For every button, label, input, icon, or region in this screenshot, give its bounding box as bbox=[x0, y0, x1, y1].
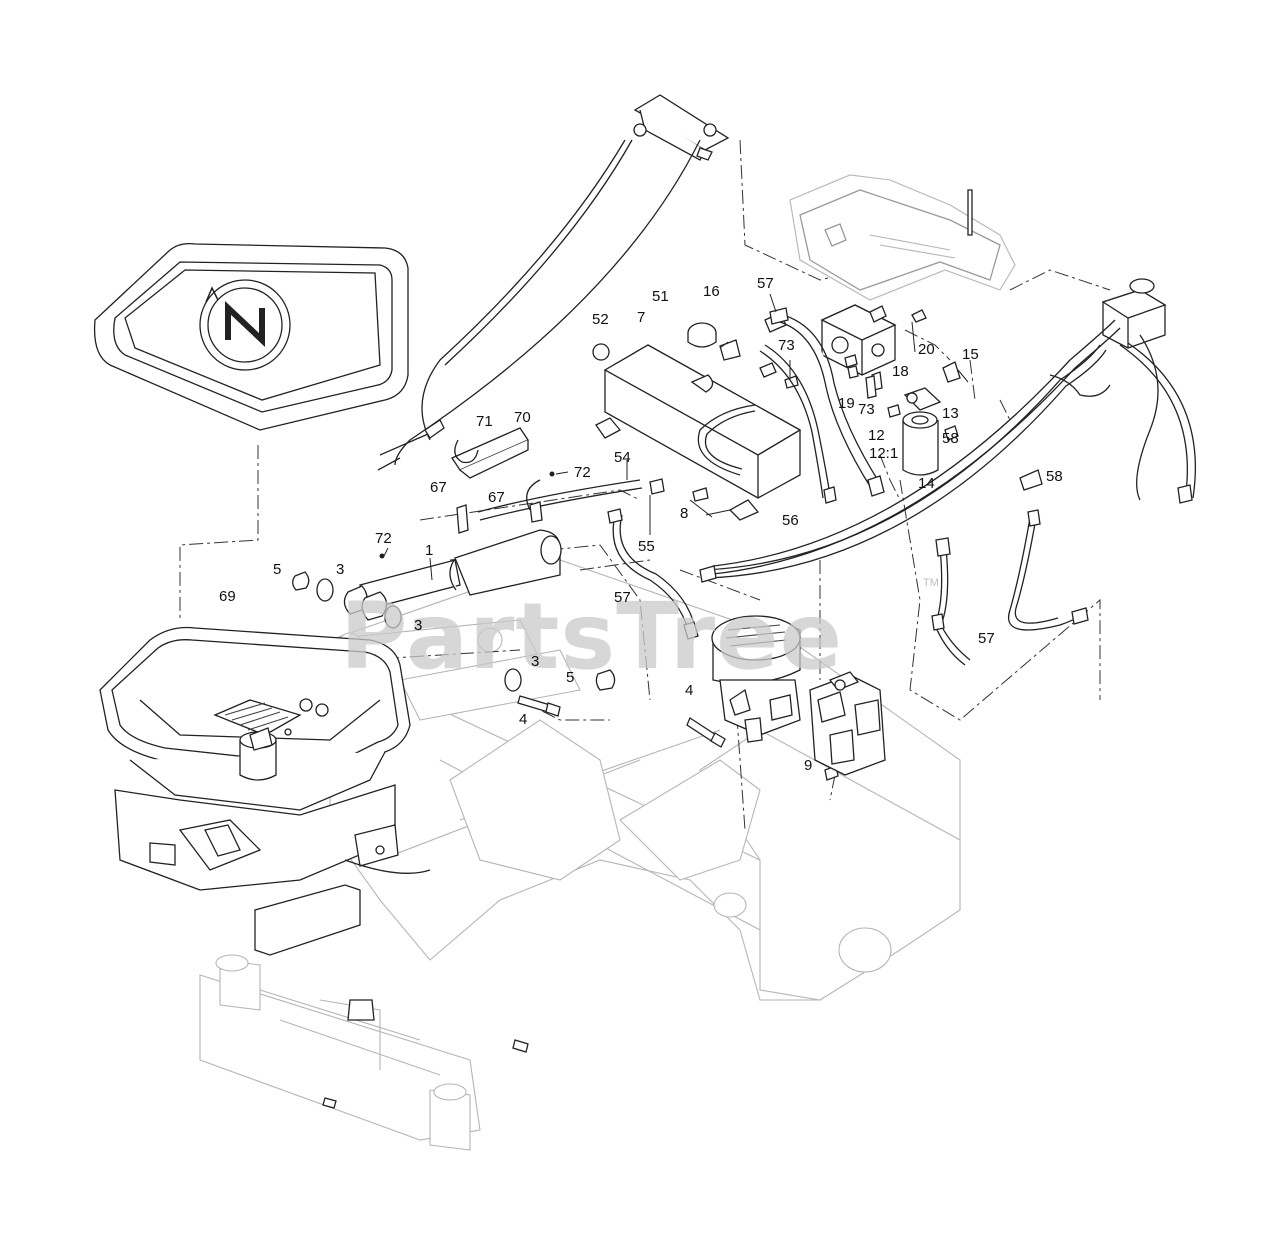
hydraulic-pump-left bbox=[711, 615, 801, 743]
callout-72-right: 72 bbox=[574, 464, 591, 481]
callout-58-lower: 58 bbox=[1046, 468, 1063, 485]
callout-13: 13 bbox=[942, 405, 959, 422]
callout-5-left: 5 bbox=[273, 561, 281, 578]
callout-4-right: 4 bbox=[685, 682, 693, 699]
callout-67-left: 67 bbox=[430, 479, 447, 496]
callout-69: 69 bbox=[219, 588, 236, 605]
watermark-tm: TM bbox=[923, 577, 939, 589]
spreader-hopper bbox=[99, 626, 431, 956]
hydraulic-pump-right bbox=[809, 671, 886, 776]
callout-54: 54 bbox=[614, 449, 631, 466]
callout-67-right: 67 bbox=[488, 489, 505, 506]
callout-57-center: 57 bbox=[614, 589, 631, 606]
hose-fittings bbox=[456, 307, 1193, 640]
front-axle-assembly bbox=[199, 954, 529, 1151]
callout-4-left: 4 bbox=[519, 711, 527, 728]
callout-71: 71 bbox=[476, 413, 493, 430]
seat-pad bbox=[93, 242, 409, 431]
callout-3-mid: 3 bbox=[414, 617, 422, 634]
hydraulic-hoses bbox=[477, 313, 1196, 666]
clip-parts bbox=[379, 427, 555, 559]
callout-73-right: 73 bbox=[858, 401, 875, 418]
callout-15: 15 bbox=[962, 346, 979, 363]
callout-73-left: 73 bbox=[778, 337, 795, 354]
callout-56: 56 bbox=[782, 512, 799, 529]
callout-20: 20 bbox=[918, 341, 935, 358]
callout-1: 1 bbox=[425, 542, 433, 559]
callout-19: 19 bbox=[838, 395, 855, 412]
callout-3-top: 3 bbox=[336, 561, 344, 578]
callout-51: 51 bbox=[652, 288, 669, 305]
control-valve-right bbox=[1101, 278, 1167, 349]
callout-9: 9 bbox=[804, 757, 812, 774]
callout-7: 7 bbox=[637, 309, 645, 326]
control-cables bbox=[377, 94, 730, 471]
callout-70: 70 bbox=[514, 409, 531, 426]
fuel-tank bbox=[592, 312, 802, 521]
callout-72-left: 72 bbox=[375, 530, 392, 547]
hydraulic-filter bbox=[902, 361, 961, 476]
watermark: PartsTree bbox=[340, 583, 843, 690]
callout-12-1: 12:1 bbox=[869, 445, 898, 462]
small-fittings bbox=[847, 365, 901, 418]
callout-8: 8 bbox=[680, 505, 688, 522]
callout-18: 18 bbox=[892, 363, 909, 380]
callout-52: 52 bbox=[592, 311, 609, 328]
callout-57-right: 57 bbox=[978, 630, 995, 647]
callout-5-low: 5 bbox=[566, 669, 574, 686]
callout-3-low: 3 bbox=[531, 653, 539, 670]
callout-55: 55 bbox=[638, 538, 655, 555]
callout-14: 14 bbox=[918, 475, 935, 492]
callout-12: 12 bbox=[868, 427, 885, 444]
hydraulic-valve bbox=[820, 304, 897, 391]
callout-57-top: 57 bbox=[757, 275, 774, 292]
callout-16: 16 bbox=[703, 283, 720, 300]
callout-leaders bbox=[383, 293, 969, 581]
callout-58-upper: 58 bbox=[942, 430, 959, 447]
rear-bracket bbox=[789, 174, 1016, 323]
washers-and-nuts bbox=[292, 571, 839, 781]
callout-labels: 51 16 57 52 7 73 20 15 18 19 73 13 12 58… bbox=[219, 275, 1063, 774]
